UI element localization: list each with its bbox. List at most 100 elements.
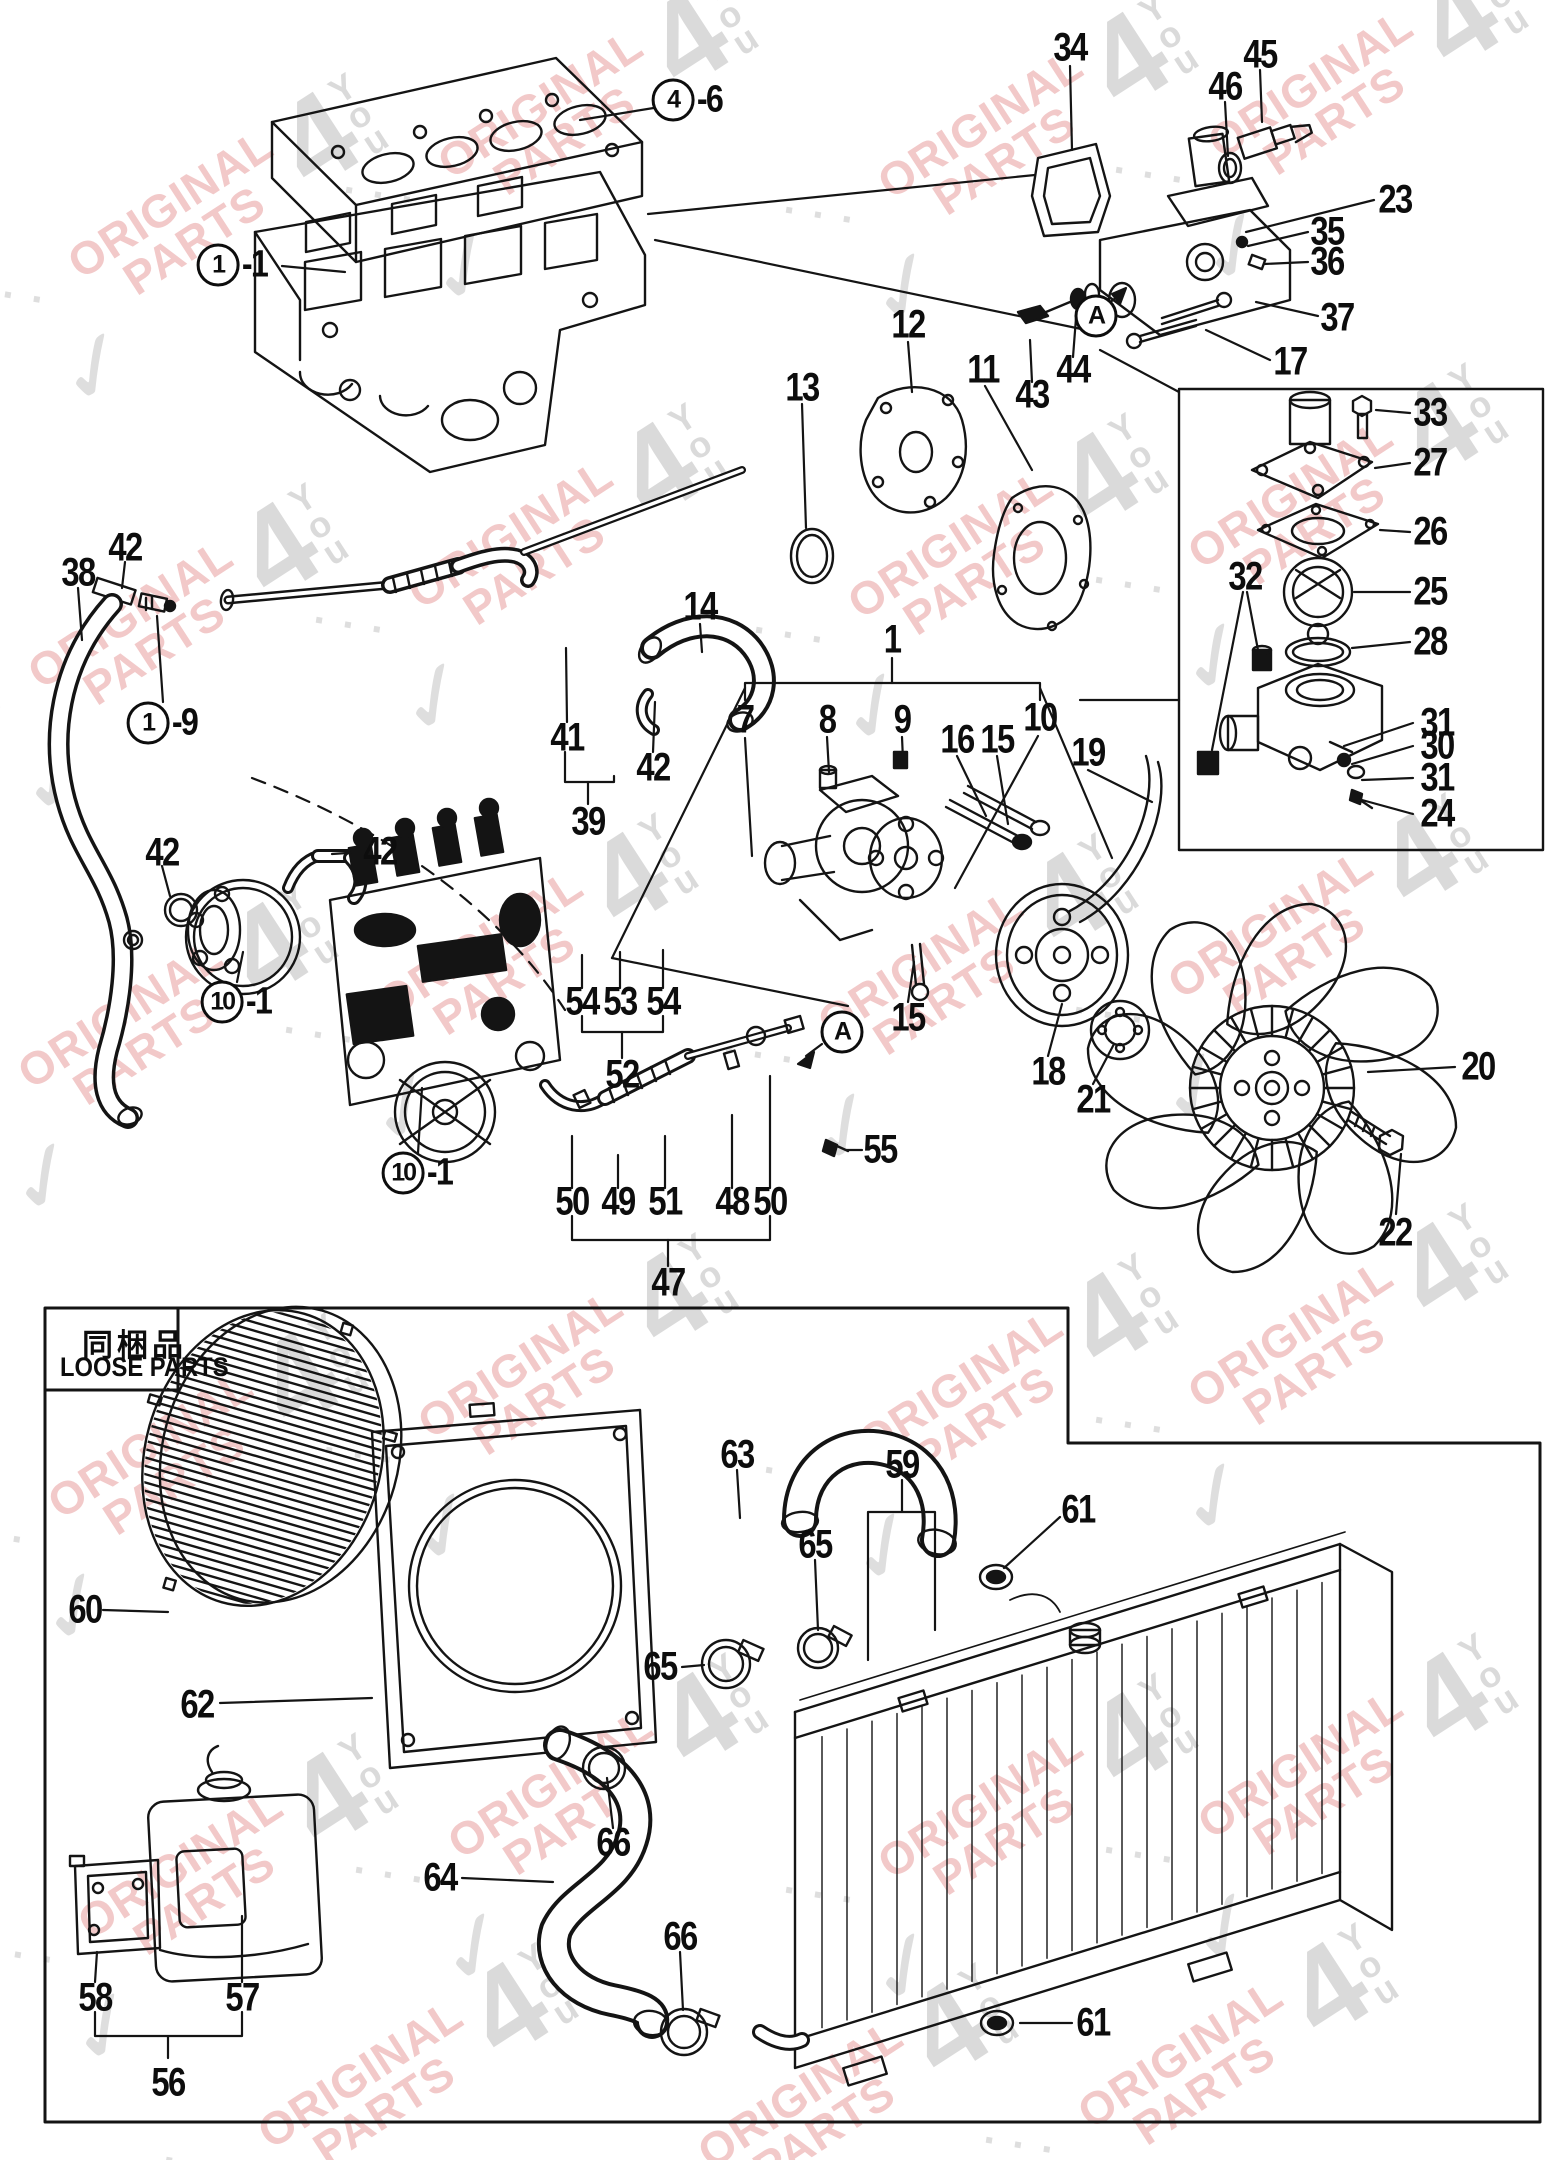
circle-badge: A	[1074, 294, 1118, 338]
callout-21: 21	[1076, 1077, 1111, 1122]
callout-59: 59	[885, 1442, 920, 1487]
callout-28: 28	[1413, 619, 1448, 664]
callout-47: 47	[651, 1260, 686, 1305]
callout-22: 22	[1378, 1210, 1413, 1255]
circle-suffix: -1	[426, 1151, 454, 1194]
water-pump-drawing	[763, 750, 1051, 1002]
callout-26: 26	[1413, 509, 1448, 554]
circle-suffix: -9	[171, 701, 199, 744]
circle-badge: 10	[200, 980, 244, 1024]
cylinder-head-drawing	[270, 56, 644, 264]
callout-31: 31	[1420, 755, 1455, 800]
loose-parts-title-en: LOOSE PARTS	[60, 1352, 229, 1382]
callout-56: 56	[151, 2060, 186, 2105]
callout-50: 50	[555, 1179, 590, 1224]
callout-62: 62	[180, 1682, 215, 1727]
callout-42: 42	[108, 525, 143, 570]
callout-37: 37	[1320, 295, 1355, 340]
callout-7: 7	[736, 697, 755, 742]
circle-badge: 1	[196, 243, 240, 287]
injection-pump-drawing	[328, 797, 562, 1164]
circled-callout-A: A	[820, 1010, 864, 1054]
callout-10: 10	[1023, 695, 1058, 740]
belt-pulley-drawing	[994, 754, 1163, 1061]
lower-hose-drawing	[536, 1725, 810, 2057]
callout-61: 61	[1076, 2000, 1111, 2045]
circled-callout-1-9: 1-9	[126, 701, 200, 745]
pump-cover-gasket-drawing	[789, 385, 1092, 632]
loose-parts-box-outline	[43, 1306, 1542, 2124]
callout-15: 15	[891, 995, 926, 1040]
callout-58: 58	[78, 1975, 113, 2020]
fan-drawing	[1086, 902, 1458, 1274]
callout-50: 50	[753, 1179, 788, 1224]
callout-42: 42	[636, 745, 671, 790]
callout-42: 42	[363, 829, 398, 874]
circle-badge: A	[820, 1010, 864, 1054]
radiator-grille-drawing	[110, 1285, 416, 1631]
callout-23: 23	[1378, 177, 1413, 222]
callout-33: 33	[1413, 390, 1448, 435]
callout-46: 46	[1208, 64, 1243, 109]
radiator-drawing	[793, 1531, 1394, 2087]
circle-badge: 4	[651, 78, 695, 122]
callout-61: 61	[1061, 1487, 1096, 1532]
circled-callout-A: A	[1074, 294, 1118, 338]
callout-38: 38	[61, 550, 96, 595]
circled-callout-4-6: 4-6	[651, 78, 725, 122]
callout-65: 65	[798, 1522, 833, 1567]
callout-66: 66	[663, 1914, 698, 1959]
callout-18: 18	[1031, 1049, 1066, 1094]
callout-17: 17	[1273, 339, 1308, 384]
cylinder-block-drawing	[253, 170, 647, 474]
circle-badge: 1	[126, 701, 170, 745]
callout-41: 41	[550, 715, 585, 760]
fuel-pipe-drawing	[539, 1014, 850, 1158]
callout-54: 54	[565, 979, 600, 1024]
callout-11: 11	[967, 347, 1000, 392]
circle-badge: 10	[381, 1151, 425, 1195]
callout-24: 24	[1420, 791, 1455, 836]
callout-53: 53	[603, 979, 638, 1024]
callout-19: 19	[1071, 730, 1106, 775]
callout-12: 12	[891, 302, 926, 347]
callout-49: 49	[601, 1179, 636, 1224]
reserve-tank-drawing	[68, 1744, 323, 1983]
left-hoses-drawing	[47, 466, 776, 1129]
callout-44: 44	[1056, 347, 1091, 392]
circle-suffix: -6	[696, 78, 724, 121]
callout-31: 31	[1420, 700, 1455, 745]
circled-callout-10-1: 10-1	[200, 980, 274, 1024]
callout-57: 57	[225, 1975, 260, 2020]
callout-55: 55	[863, 1127, 898, 1172]
circled-callout-10-1: 10-1	[381, 1151, 455, 1195]
callout-48: 48	[715, 1179, 750, 1224]
callout-51: 51	[648, 1179, 683, 1224]
callout-65: 65	[643, 1644, 678, 1689]
circle-suffix: -1	[241, 243, 269, 286]
callout-60: 60	[68, 1587, 103, 1632]
callout-13: 13	[785, 365, 820, 410]
callout-30: 30	[1420, 723, 1455, 768]
callout-35: 35	[1310, 209, 1345, 254]
callout-34: 34	[1053, 25, 1088, 70]
loose-parts-title-jp: 同梱品	[82, 1328, 187, 1363]
callout-9: 9	[893, 697, 912, 742]
callout-1: 1	[883, 617, 902, 662]
circled-callout-1-1: 1-1	[196, 243, 270, 287]
callout-45: 45	[1243, 32, 1278, 77]
fan-shroud-drawing	[370, 1401, 658, 1770]
callout-42: 42	[145, 830, 180, 875]
callout-66: 66	[596, 1820, 631, 1865]
callout-52: 52	[605, 1052, 640, 1097]
upper-hose-drawing	[700, 1428, 958, 1690]
callout-20: 20	[1461, 1044, 1496, 1089]
callout-25: 25	[1413, 569, 1448, 614]
leader-lines	[76, 64, 1457, 2060]
circle-suffix: -1	[245, 980, 273, 1023]
callout-15: 15	[980, 717, 1015, 762]
callout-39: 39	[571, 799, 606, 844]
